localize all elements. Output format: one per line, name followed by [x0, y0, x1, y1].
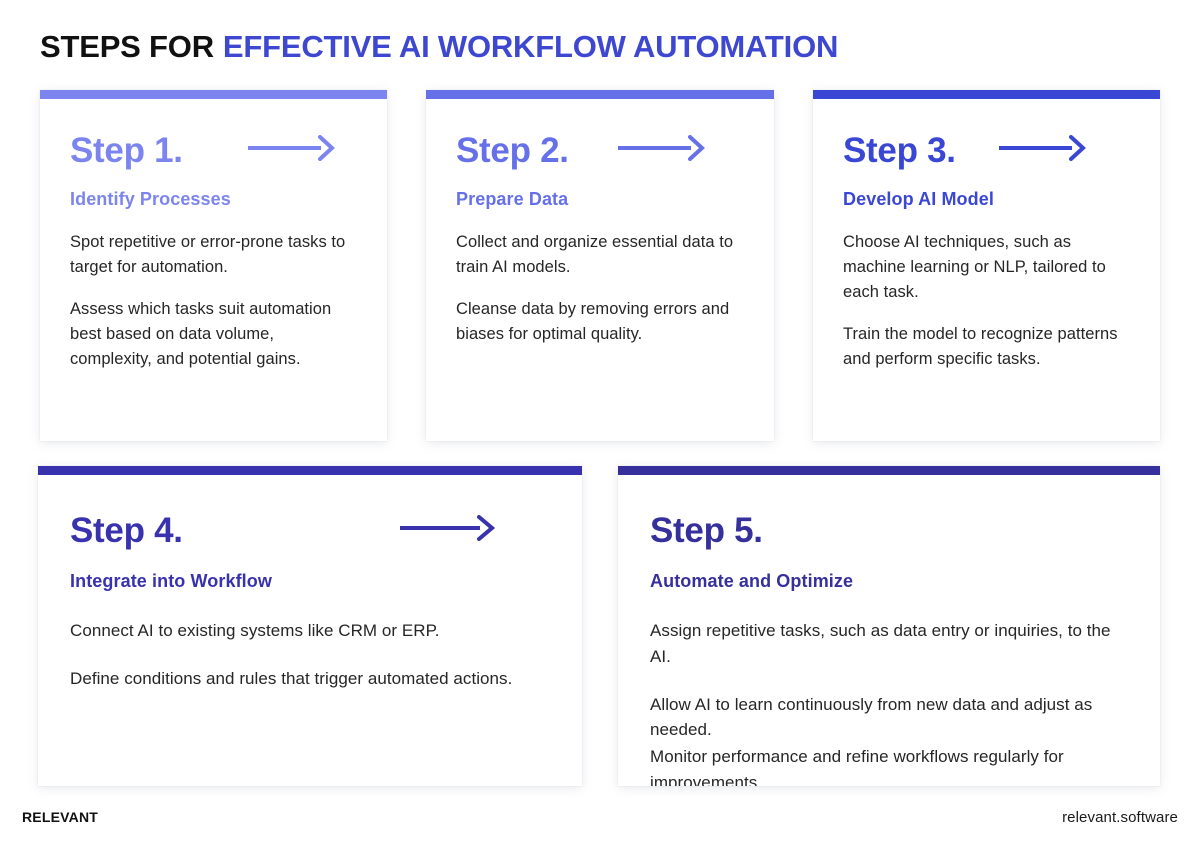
site-url[interactable]: relevant.software	[1062, 808, 1178, 826]
page-title-prefix: STEPS FOR	[40, 28, 214, 64]
step-card-2-accent-bar	[426, 90, 774, 99]
step-card-1-step-label: Step 1.	[70, 130, 183, 170]
step-card-4-paragraph-2: Define conditions and rules that trigger…	[70, 668, 513, 688]
step-card-5-step-label: Step 5.	[650, 510, 763, 550]
step-card-4-paragraph-1: Connect AI to existing systems like CRM …	[70, 621, 440, 640]
footer: RELEVANT relevant.software	[22, 806, 1178, 828]
step-card-5-header: Step 5.	[650, 505, 1128, 555]
step-card-3: Step 3. Develop AI Model Choose AI techn…	[813, 90, 1160, 441]
step-card-1-header: Step 1.	[70, 127, 357, 173]
step-card-3-header: Step 3.	[843, 127, 1130, 173]
step-card-4: Step 4. Integrate into Workflow Connect …	[38, 466, 582, 786]
step-card-4-step-label: Step 4.	[70, 510, 183, 550]
step-card-3-paragraph-2: Train the model to recognize patterns an…	[843, 325, 1118, 369]
step-card-3-paragraph-1: Choose AI techniques, such as machine le…	[843, 233, 1106, 302]
step-card-2: Step 2. Prepare Data Collect and organiz…	[426, 90, 774, 441]
step-card-5-subtitle: Automate and Optimize	[650, 571, 854, 591]
step-card-4-subtitle: Integrate into Workflow	[70, 571, 272, 591]
step-card-5: Step 5. Automate and Optimize Assign rep…	[618, 466, 1160, 786]
step-card-1: Step 1. Identify Processes Spot repetiti…	[40, 90, 387, 441]
step-card-5-paragraph-3: Monitor performance and refine workflows…	[650, 747, 1064, 786]
step-card-2-paragraph-1: Collect and organize essential data to t…	[456, 233, 734, 277]
step-card-5-paragraph-2: Allow AI to learn continuously from new …	[650, 694, 1093, 740]
step-card-3-step-label: Step 3.	[843, 130, 956, 170]
step-card-2-subtitle: Prepare Data	[456, 189, 569, 209]
arrow-right-icon	[617, 134, 705, 166]
page-title-accent: EFFECTIVE AI WORKFLOW AUTOMATION	[222, 28, 839, 64]
arrow-right-icon	[399, 514, 495, 546]
step-card-5-accent-bar	[618, 466, 1160, 475]
step-card-3-accent-bar	[813, 90, 1160, 99]
page-title: STEPS FOR EFFECTIVE AI WORKFLOW AUTOMATI…	[40, 24, 1160, 68]
step-card-4-header: Step 4.	[70, 505, 550, 555]
step-card-5-paragraph-1: Assign repetitive tasks, such as data en…	[650, 621, 1111, 666]
step-card-1-paragraph-1: Spot repetitive or error-prone tasks to …	[70, 233, 346, 277]
arrow-right-icon	[247, 134, 335, 166]
step-card-4-accent-bar	[38, 466, 582, 475]
step-card-2-header: Step 2.	[456, 127, 744, 173]
step-card-1-accent-bar	[40, 90, 387, 99]
step-card-1-paragraph-2: Assess which tasks suit automation best …	[70, 300, 332, 369]
step-card-1-subtitle: Identify Processes	[70, 189, 231, 209]
step-card-2-step-label: Step 2.	[456, 130, 569, 170]
step-card-3-subtitle: Develop AI Model	[843, 189, 994, 209]
brand-logo: RELEVANT	[22, 809, 99, 825]
arrow-right-icon	[998, 134, 1086, 166]
step-card-2-paragraph-2: Cleanse data by removing errors and bias…	[456, 300, 730, 344]
